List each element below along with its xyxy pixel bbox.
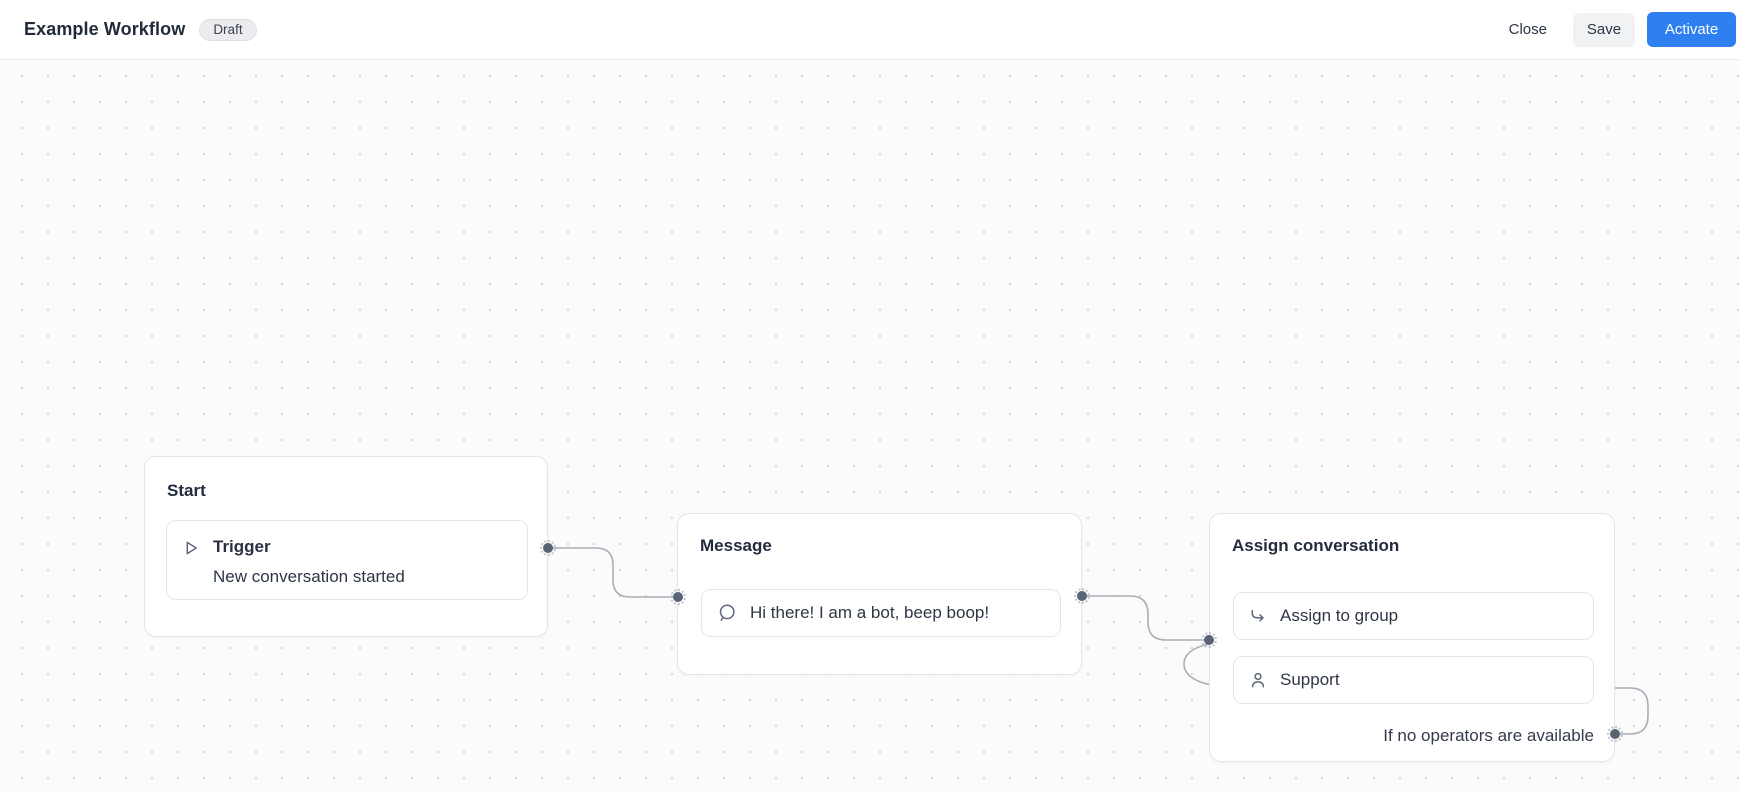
workflow-title: Example Workflow xyxy=(24,19,186,39)
assign-to-group-item[interactable]: Assign to group xyxy=(1233,592,1594,640)
status-badge: Draft xyxy=(199,18,257,41)
message-input-port[interactable] xyxy=(670,589,686,605)
fallback-condition-label: If no operators are available xyxy=(1383,726,1594,745)
trigger-label: Trigger xyxy=(213,537,271,556)
node-start-title: Start xyxy=(167,481,206,500)
group-name-label: Support xyxy=(1280,670,1340,689)
workflow-canvas[interactable]: Start Trigger New conversation started M… xyxy=(0,60,1740,793)
message-item[interactable]: Hi there! I am a bot, beep boop! xyxy=(701,589,1061,637)
connector-start-to-message xyxy=(547,547,679,598)
node-assign-conversation[interactable]: Assign conversation Assign to group Supp… xyxy=(1209,513,1615,762)
node-start[interactable]: Start Trigger New conversation started xyxy=(144,456,548,637)
save-button[interactable]: Save xyxy=(1573,12,1635,47)
chat-bubble-icon xyxy=(717,603,737,623)
connector-fallback-loop xyxy=(1183,640,1649,735)
person-icon xyxy=(1249,671,1267,689)
connector-message-to-assign xyxy=(1081,595,1210,641)
trigger-item[interactable]: Trigger New conversation started xyxy=(166,520,528,600)
trigger-text-block: Trigger New conversation started xyxy=(213,535,405,588)
close-button[interactable]: Close xyxy=(1493,12,1563,47)
redirect-arrow-icon xyxy=(1249,607,1267,625)
fallback-output-port[interactable] xyxy=(1607,726,1623,742)
assign-to-group-label: Assign to group xyxy=(1280,606,1399,625)
start-output-port[interactable] xyxy=(540,540,556,556)
trigger-description: New conversation started xyxy=(213,567,405,586)
message-output-port[interactable] xyxy=(1074,588,1090,604)
activate-button[interactable]: Activate xyxy=(1647,12,1736,47)
node-message-title: Message xyxy=(700,536,772,555)
group-support-item[interactable]: Support xyxy=(1233,656,1594,704)
play-icon xyxy=(182,539,200,557)
assign-input-port[interactable] xyxy=(1201,632,1217,648)
toolbar: Example Workflow Draft Close Save Activa… xyxy=(0,0,1740,60)
message-text: Hi there! I am a bot, beep boop! xyxy=(750,603,990,622)
connector-lines xyxy=(547,547,1649,735)
node-assign-title: Assign conversation xyxy=(1232,536,1400,555)
node-message[interactable]: Message Hi there! I am a bot, beep boop! xyxy=(677,513,1082,675)
